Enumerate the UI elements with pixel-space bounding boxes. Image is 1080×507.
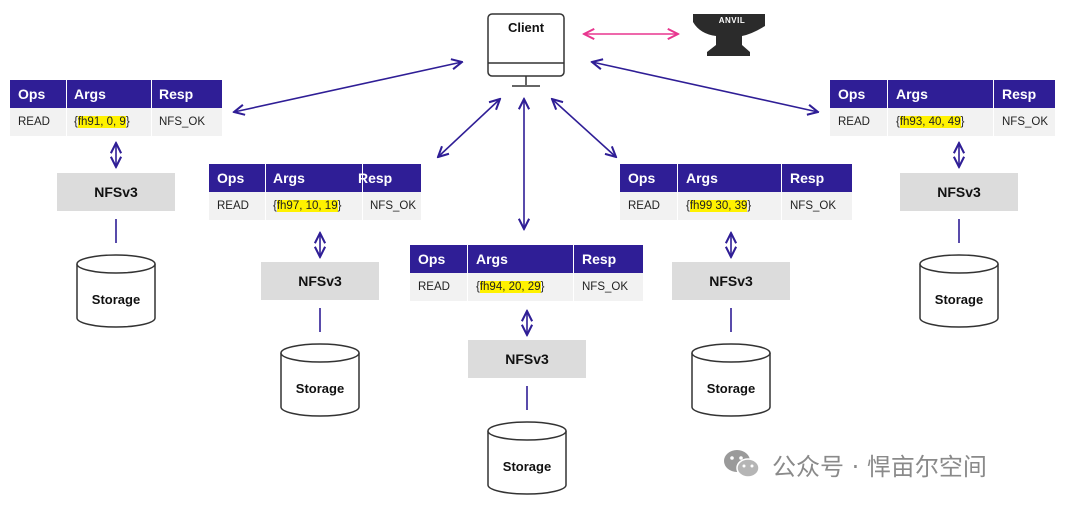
- ops-header: Ops: [217, 170, 245, 186]
- args-cell: {fh94, 20, 29}: [476, 281, 545, 293]
- ops-header: Ops: [418, 251, 446, 267]
- table-row: READ {fh99 30, 39} NFS_OK: [620, 192, 852, 220]
- resp-header: Resp: [582, 251, 617, 267]
- nfs-server-2: NFSv3: [261, 262, 379, 300]
- args-header: Args: [476, 251, 508, 267]
- arrow-client-node4: [552, 99, 616, 157]
- ops-header: Ops: [628, 170, 656, 186]
- arrow-client-node2: [438, 99, 500, 157]
- nfs-server-1: NFSv3: [57, 173, 175, 211]
- arrow-client-node1: [234, 62, 462, 112]
- anvil-logo-icon: [693, 14, 765, 56]
- request-table-3: Ops Args Resp READ {fh94, 20, 29} NFS_OK: [410, 245, 643, 301]
- args-cell: {fh93, 40, 49}: [896, 116, 965, 128]
- client-label: Client: [507, 20, 545, 35]
- watermark-text: 公众号 · 悍亩尔空间: [772, 452, 987, 481]
- resp-cell: NFS_OK: [790, 200, 837, 212]
- table-header: Ops Args Resp: [10, 80, 222, 108]
- client-monitor-icon: [487, 13, 565, 87]
- table-header: Ops Args Resp: [209, 164, 421, 192]
- table-header: Ops Args Resp: [410, 245, 643, 273]
- resp-header: Resp: [159, 86, 194, 102]
- arrow-client-node5: [592, 62, 818, 112]
- resp-header: Resp: [790, 170, 825, 186]
- storage-label-3: Storage: [502, 459, 552, 474]
- nfs-server-5: NFSv3: [900, 173, 1018, 211]
- args-highlight: fh94, 20, 29: [479, 281, 541, 293]
- anvil-label: ANVIL: [718, 16, 746, 25]
- args-header: Args: [896, 86, 928, 102]
- storage-cylinder-icon: [691, 343, 771, 417]
- nfs-server-4: NFSv3: [672, 262, 790, 300]
- storage-label-1: Storage: [91, 292, 141, 307]
- args-highlight: fh91, 0, 9: [77, 116, 126, 128]
- table-header: Ops Args Resp: [830, 80, 1055, 108]
- resp-cell: NFS_OK: [1002, 116, 1049, 128]
- storage-cylinder-icon: [919, 254, 999, 328]
- args-highlight: fh99 30, 39: [689, 200, 748, 212]
- args-highlight: fh97, 10, 19: [276, 200, 338, 212]
- op-cell: READ: [628, 200, 660, 212]
- table-header: Ops Args Resp: [620, 164, 852, 192]
- ops-header: Ops: [18, 86, 46, 102]
- resp-header: Resp: [1002, 86, 1037, 102]
- resp-cell: NFS_OK: [159, 116, 206, 128]
- storage-label-5: Storage: [934, 292, 984, 307]
- storage-cylinder-icon: [487, 421, 567, 495]
- nfs-server-3: NFSv3: [468, 340, 586, 378]
- args-cell: {fh91, 0, 9}: [74, 116, 130, 128]
- table-row: READ {fh91, 0, 9} NFS_OK: [10, 108, 222, 136]
- op-cell: READ: [217, 200, 249, 212]
- resp-header: Resp: [358, 170, 393, 186]
- storage-label-2: Storage: [295, 381, 345, 396]
- resp-cell: NFS_OK: [582, 281, 629, 293]
- op-cell: READ: [838, 116, 870, 128]
- request-table-4: Ops Args Resp READ {fh99 30, 39} NFS_OK: [620, 164, 852, 220]
- op-cell: READ: [18, 116, 50, 128]
- args-header: Args: [273, 170, 305, 186]
- request-table-1: Ops Args Resp READ {fh91, 0, 9} NFS_OK: [10, 80, 222, 136]
- args-cell: {fh99 30, 39}: [686, 200, 752, 212]
- table-row: READ {fh94, 20, 29} NFS_OK: [410, 273, 643, 301]
- args-cell: {fh97, 10, 19}: [273, 200, 342, 212]
- request-table-5: Ops Args Resp READ {fh93, 40, 49} NFS_OK: [830, 80, 1055, 136]
- args-header: Args: [74, 86, 106, 102]
- wechat-icon: [724, 450, 760, 478]
- storage-cylinder-icon: [76, 254, 156, 328]
- storage-label-4: Storage: [706, 381, 756, 396]
- storage-cylinder-icon: [280, 343, 360, 417]
- resp-cell: NFS_OK: [370, 200, 417, 212]
- request-table-2: Ops Args Resp READ {fh97, 10, 19} NFS_OK: [209, 164, 421, 220]
- ops-header: Ops: [838, 86, 866, 102]
- table-row: READ {fh93, 40, 49} NFS_OK: [830, 108, 1055, 136]
- op-cell: READ: [418, 281, 450, 293]
- watermark: 公众号 · 悍亩尔空间: [722, 446, 987, 482]
- args-header: Args: [686, 170, 718, 186]
- table-row: READ {fh97, 10, 19} NFS_OK: [209, 192, 421, 220]
- args-highlight: fh93, 40, 49: [899, 116, 961, 128]
